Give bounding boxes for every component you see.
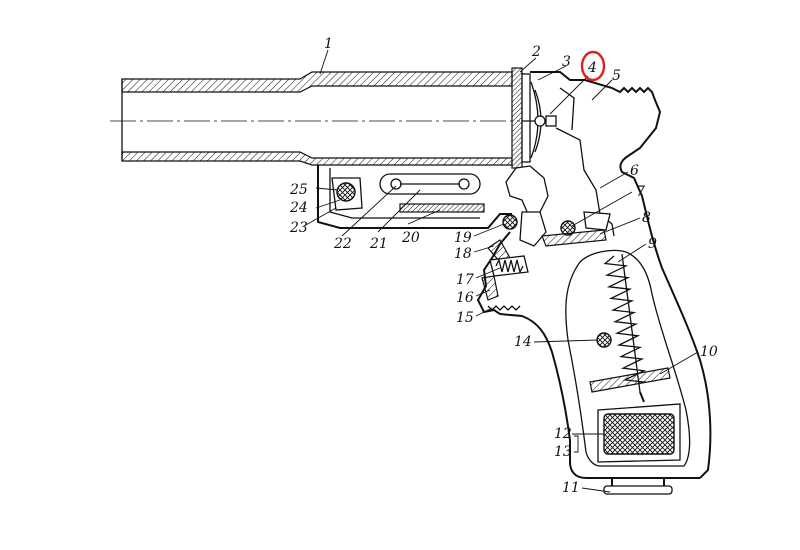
label-14: 14 [514, 334, 532, 350]
label-10: 10 [700, 344, 718, 360]
trigger-group [481, 239, 529, 311]
label-22: 22 [333, 236, 352, 252]
grip-bottom [597, 403, 681, 495]
leader-lines [303, 49, 699, 493]
label-11: 11 [562, 480, 580, 496]
label-8: 8 [642, 210, 651, 226]
label-25: 25 [289, 182, 308, 198]
label-15: 15 [456, 310, 474, 326]
label-6: 6 [630, 163, 639, 179]
label-17: 17 [456, 272, 474, 288]
label-13: 13 [554, 444, 572, 460]
locking-slide [379, 173, 485, 213]
label-16: 16 [456, 290, 474, 306]
barrel-latch [331, 177, 363, 211]
label-1: 1 [324, 36, 333, 52]
mainspring [589, 253, 671, 403]
label-21: 21 [369, 236, 388, 252]
label-20: 20 [401, 230, 420, 246]
label-9: 9 [648, 236, 657, 252]
part-labels: 1 2 3 4 5 6 7 8 9 10 11 12 13 14 15 16 1… [289, 36, 718, 496]
label-2: 2 [531, 44, 541, 60]
label-18: 18 [454, 246, 472, 262]
label-3: 3 [562, 54, 571, 70]
label-23: 23 [289, 220, 308, 236]
frame [317, 71, 712, 479]
label-4: 4 [587, 60, 597, 76]
label-19: 19 [454, 230, 472, 246]
label-4-highlight-circle [580, 50, 606, 82]
breech-assembly [511, 67, 557, 169]
label-7: 7 [636, 184, 645, 200]
barrel [110, 71, 520, 166]
label-5: 5 [612, 68, 621, 84]
label-24: 24 [289, 200, 308, 216]
label-12: 12 [554, 426, 572, 442]
grip-screw [596, 332, 612, 348]
hammer-mechanism [502, 165, 611, 247]
